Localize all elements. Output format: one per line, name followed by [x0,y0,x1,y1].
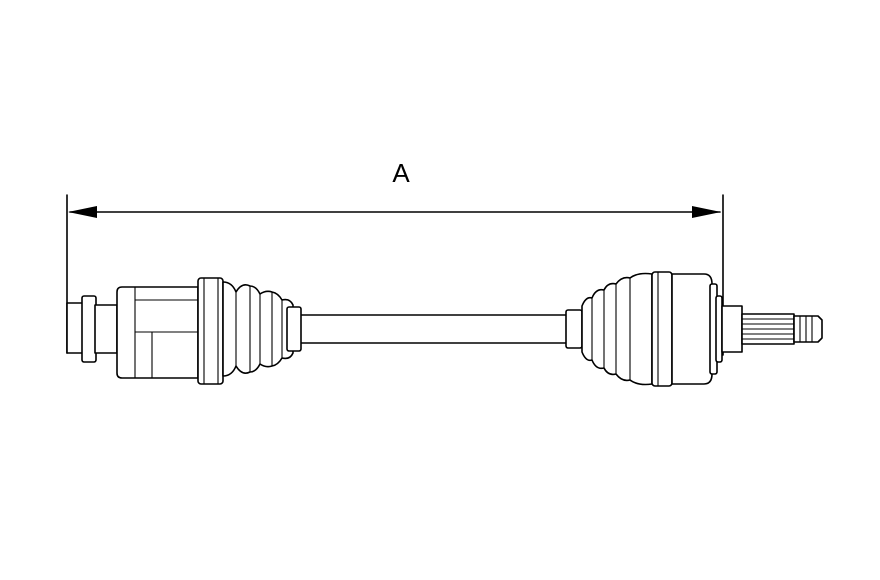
outboard-joint [565,271,743,387]
splined-stub [741,313,823,345]
arrowhead-right [692,206,721,218]
dimension-a: A [66,158,724,356]
center-shaft [299,314,569,344]
inboard-joint [66,277,302,385]
dimension-label: A [392,158,410,188]
arrowhead-left [68,206,97,218]
